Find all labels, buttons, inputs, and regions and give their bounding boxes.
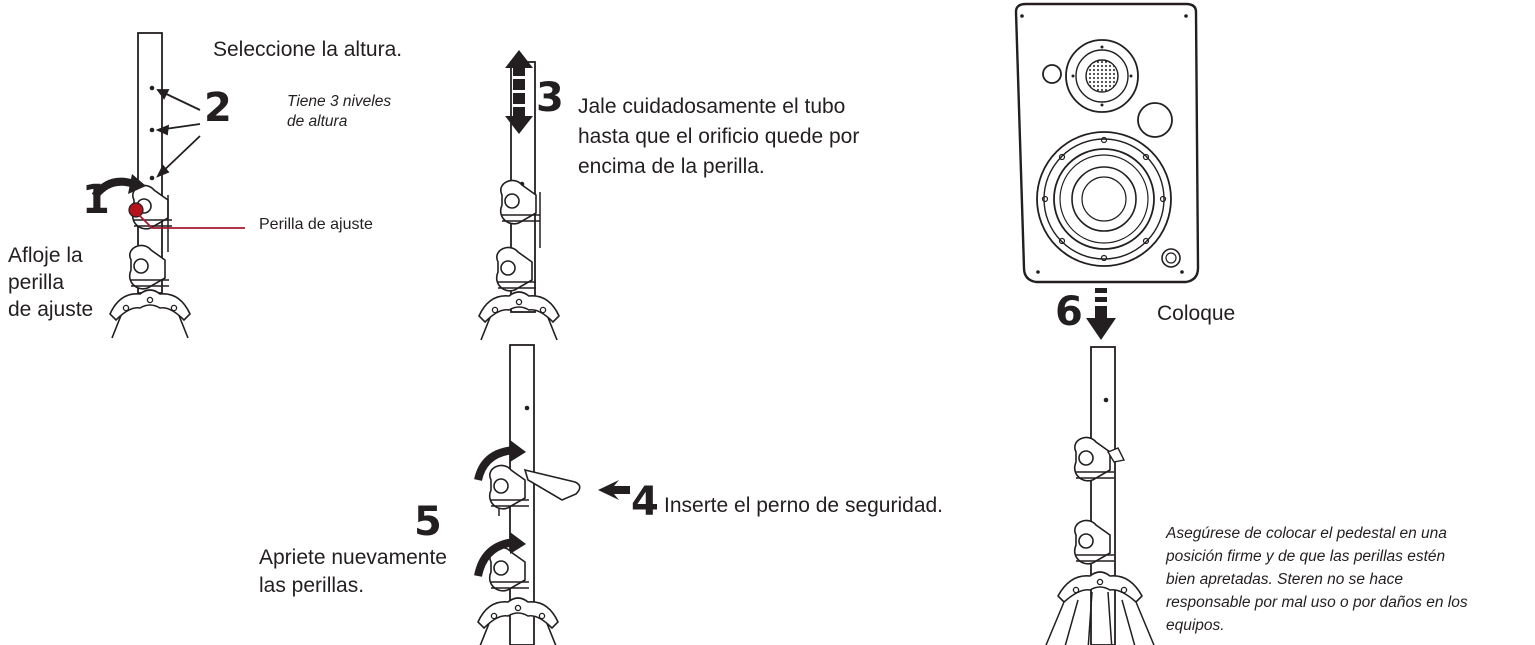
- step-2-label: Seleccione la altura.: [213, 38, 403, 61]
- step-1-label: Afloje la perilla de ajuste: [8, 244, 94, 321]
- step-5-label: Apriete nuevamente las perillas.: [259, 546, 447, 597]
- step-number-6: 6: [1055, 289, 1083, 335]
- adjust-knob-highlight: [128, 202, 144, 218]
- step-number-4: 4: [631, 479, 659, 525]
- adjust-knob-callout: Perilla de ajuste: [259, 216, 373, 233]
- stand-figure-2: [478, 50, 560, 341]
- stand-figure-3: [474, 344, 630, 645]
- step-6-label: Coloque: [1157, 302, 1236, 325]
- speaker-figure: [1014, 2, 1200, 284]
- stand-figure-4: [1045, 346, 1155, 645]
- insert-arrow-icon: [598, 480, 630, 500]
- safety-warning: Asegúrese de colocar el pedestal en una …: [1166, 525, 1468, 634]
- step-number-1: 1: [82, 177, 110, 223]
- place-arrow-icon: [1086, 288, 1116, 340]
- height-levels-note: Tiene 3 niveles de altura: [287, 93, 392, 130]
- callout-line: [137, 213, 245, 229]
- step-number-2: 2: [204, 85, 232, 131]
- step-4-label: Inserte el perno de seguridad.: [664, 494, 944, 517]
- stand-figure-1: [91, 32, 245, 339]
- step-number-3: 3: [536, 75, 564, 121]
- step-3-label: Jale cuidadosamente el tubo hasta que el…: [578, 95, 860, 178]
- step-number-5: 5: [414, 499, 442, 545]
